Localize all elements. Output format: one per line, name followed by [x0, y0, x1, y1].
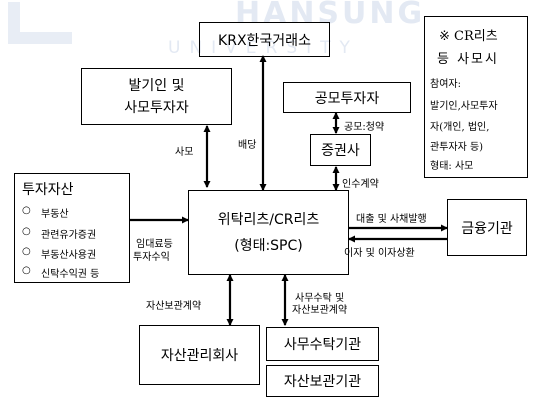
financial-institution-box: 금융기관 [447, 199, 527, 256]
krx-label: KRX한국거래소 [218, 32, 311, 49]
label-rent-line2: 투자수익 [133, 252, 170, 263]
label-rent-line1: 임대료등 [136, 239, 173, 250]
note-line-5: 형태: 사모 [430, 161, 474, 172]
note-line-3: 자(개인, 법인, [430, 122, 490, 133]
label-lending: 대출 및 사채발행 [356, 214, 427, 225]
assets-bullet-1: ○ [22, 205, 31, 216]
public-investor-box: 공모투자자 [283, 82, 411, 113]
label-admin-line2: 자산보관계약 [292, 305, 348, 316]
watermark-line2: UNIVERSITY [168, 38, 359, 58]
public-investor-label: 공모투자자 [314, 90, 380, 107]
reits-box: 위탁리츠/CR리츠 (형태:SPC) [188, 190, 349, 275]
issuer-label-line2: 사모투자자 [124, 99, 189, 116]
assets-bullet-4: ○ [22, 265, 31, 276]
note-line-4: 관투자자 등) [430, 142, 484, 153]
label-interest: 이자 및 이자상환 [344, 248, 415, 259]
securities-label: 증권사 [321, 143, 360, 159]
cr-reits-note-box: ※ CR리츠 등 사모시 참여자: 발기인,사모투자 자(개인, 법인, 관투자… [424, 16, 528, 178]
custody-label: 자산보관기관 [283, 374, 362, 390]
asset-management-box: 자산관리회사 [139, 325, 260, 385]
custody-box: 자산보관기관 [266, 365, 379, 397]
assets-title: 투자자산 [22, 182, 74, 198]
label-private: 사모 [175, 147, 194, 158]
admin-trust-box: 사무수탁기관 [266, 327, 379, 361]
note-title-line1: ※ CR리츠 [439, 29, 498, 44]
securities-box: 증권사 [310, 134, 371, 166]
label-custody-contract: 자산보관계약 [146, 301, 202, 312]
admin-trust-label: 사무수탁기관 [283, 337, 362, 353]
assets-item-3: 부동산사용권 [41, 250, 97, 261]
financial-institution-label: 금융기관 [461, 220, 513, 237]
asset-management-label: 자산관리회사 [160, 348, 239, 364]
assets-bullet-3: ○ [22, 246, 31, 257]
note-title-line2: 등 사모시 [437, 52, 499, 67]
assets-item-4: 신탁수익권 등 [41, 269, 100, 280]
assets-bullet-2: ○ [22, 226, 31, 237]
note-line-2: 발기인,사모투자 [430, 101, 498, 112]
issuer-label-line1: 발기인 및 [128, 77, 185, 94]
assets-item-1: 부동산 [41, 209, 69, 220]
reits-label-line1: 위탁리츠/CR리츠 [217, 211, 320, 228]
label-dividend: 배당 [238, 140, 257, 151]
krx-box: KRX한국거래소 [199, 22, 330, 57]
label-underwriting: 인수계약 [342, 179, 379, 190]
issuer-box: 발기인 및 사모투자자 [81, 68, 232, 125]
assets-item-2: 관련유가증권 [41, 230, 97, 241]
label-public-subscription: 공모:청약 [344, 122, 385, 133]
investment-assets-box: 투자자산 ○ 부동산 ○ 관련유가증권 ○ 부동산사용권 ○ 신탁수익권 등 [14, 173, 130, 283]
reits-label-line2: (형태:SPC) [234, 237, 303, 254]
watermark-line1: HANSUNG [235, 0, 426, 31]
label-admin-line1: 사무수탁 및 [295, 293, 345, 304]
note-line-1: 참여자: [430, 79, 461, 90]
watermark-logo [8, 2, 72, 44]
